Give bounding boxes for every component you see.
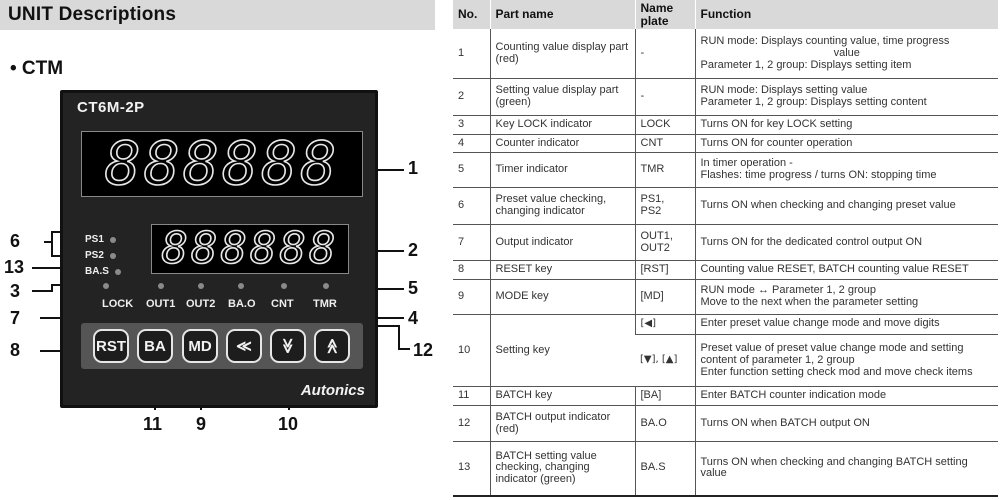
up-arrow-key[interactable]: ≫	[314, 329, 350, 363]
header-part-name: Part name	[489, 0, 635, 30]
setting-value-display: 888888	[151, 224, 349, 274]
callout-11: 11	[143, 414, 163, 434]
label-out2: OUT2	[186, 298, 216, 310]
table-row: 6 Preset value checking, changing indica…	[453, 187, 998, 225]
display-top-digits: 888888	[104, 129, 340, 199]
callout-12: 12	[413, 340, 434, 360]
indicator-dot	[109, 252, 116, 259]
label-lock: LOCK	[102, 298, 134, 310]
indicator-dot-cnt	[281, 283, 287, 289]
table-row: 2 Setting value display part (green) - R…	[453, 78, 998, 116]
table-row: [▼], [▲] Preset value of preset value ch…	[453, 334, 998, 388]
indicator-dot-out2	[198, 283, 204, 289]
table-row: 3 Key LOCK indicator LOCK Turns ON for k…	[453, 115, 998, 135]
double-chevron-left-icon: ≪	[236, 338, 252, 355]
table-row: 11 BATCH key [BA] Enter BATCH counter in…	[453, 386, 998, 407]
indicator-dot	[109, 236, 116, 243]
callout-6: 6	[10, 231, 21, 251]
indicator-dot	[114, 268, 121, 275]
callout-9: 9	[196, 414, 207, 434]
indicator-dot-lock	[103, 283, 109, 289]
down-arrow-key[interactable]: ≫	[270, 329, 306, 363]
label-tmr: TMR	[313, 298, 337, 310]
callout-2: 2	[408, 240, 419, 260]
section-title: UNIT Descriptions	[8, 4, 177, 25]
unit-description-table: No. Part name Name plate Function 1 Coun…	[453, 0, 998, 497]
callout-1: 1	[408, 158, 419, 178]
callout-5: 5	[408, 278, 419, 298]
counting-value-display: 888888	[81, 131, 363, 197]
section-header-bar	[0, 0, 435, 30]
ba-key[interactable]: BA	[137, 329, 173, 363]
label-out1: OUT1	[146, 298, 176, 310]
model-label: CT6M-2P	[77, 99, 145, 116]
left-arrow-key[interactable]: ≪	[226, 329, 262, 363]
double-chevron-up-icon: ≫	[323, 338, 341, 354]
callout-3: 3	[10, 281, 21, 301]
header-function: Function	[694, 0, 998, 30]
label-ba-o: BA.O	[228, 298, 256, 310]
header-name-plate: Name plate	[634, 0, 695, 30]
table-row: 13 BATCH setting value checking, changin…	[453, 441, 998, 497]
callout-10: 10	[278, 414, 299, 434]
callout-8: 8	[10, 340, 21, 360]
display-bottom-digits: 888888	[161, 223, 339, 274]
callout-13: 13	[4, 257, 25, 277]
indicator-ps2: PS2	[85, 250, 116, 261]
md-key[interactable]: MD	[182, 329, 218, 363]
callout-4: 4	[408, 308, 419, 328]
rst-key[interactable]: RST	[93, 329, 129, 363]
indicator-dot-ba-o	[238, 283, 244, 289]
ctm-device-panel: CT6M-2P 888888 888888 PS1 PS2 BA.S LOCK …	[60, 90, 378, 408]
brand-logo: Autonics	[300, 382, 365, 399]
table-row: 8 RESET key [RST] Counting value RESET, …	[453, 260, 998, 281]
indicator-ba-s: BA.S	[85, 266, 121, 277]
table-row: 4 Counter indicator CNT Turns ON for cou…	[453, 134, 998, 154]
indicator-dot-out1	[158, 283, 164, 289]
indicator-ps1: PS1	[85, 234, 116, 245]
table-row: 10 Setting key [◀] Enter preset value ch…	[453, 314, 998, 388]
label-cnt: CNT	[271, 298, 294, 310]
table-row: 9 MODE key [MD] RUN mode ↔ Parameter 1, …	[453, 279, 998, 315]
double-chevron-down-icon: ≫	[278, 338, 296, 354]
table-row: 12 BATCH output indicator (red) BA.O Tur…	[453, 405, 998, 442]
table-row: 5 Timer indicator TMR In timer operation…	[453, 152, 998, 189]
header-no: No.	[453, 0, 490, 30]
ctm-heading: • CTM	[10, 58, 64, 79]
table-row: 7 Output indicator OUT1,OUT2 Turns ON fo…	[453, 224, 998, 262]
table-row: 1 Counting value display part (red) - RU…	[453, 29, 998, 79]
indicator-dot-tmr	[323, 283, 329, 289]
callout-7: 7	[10, 308, 21, 328]
